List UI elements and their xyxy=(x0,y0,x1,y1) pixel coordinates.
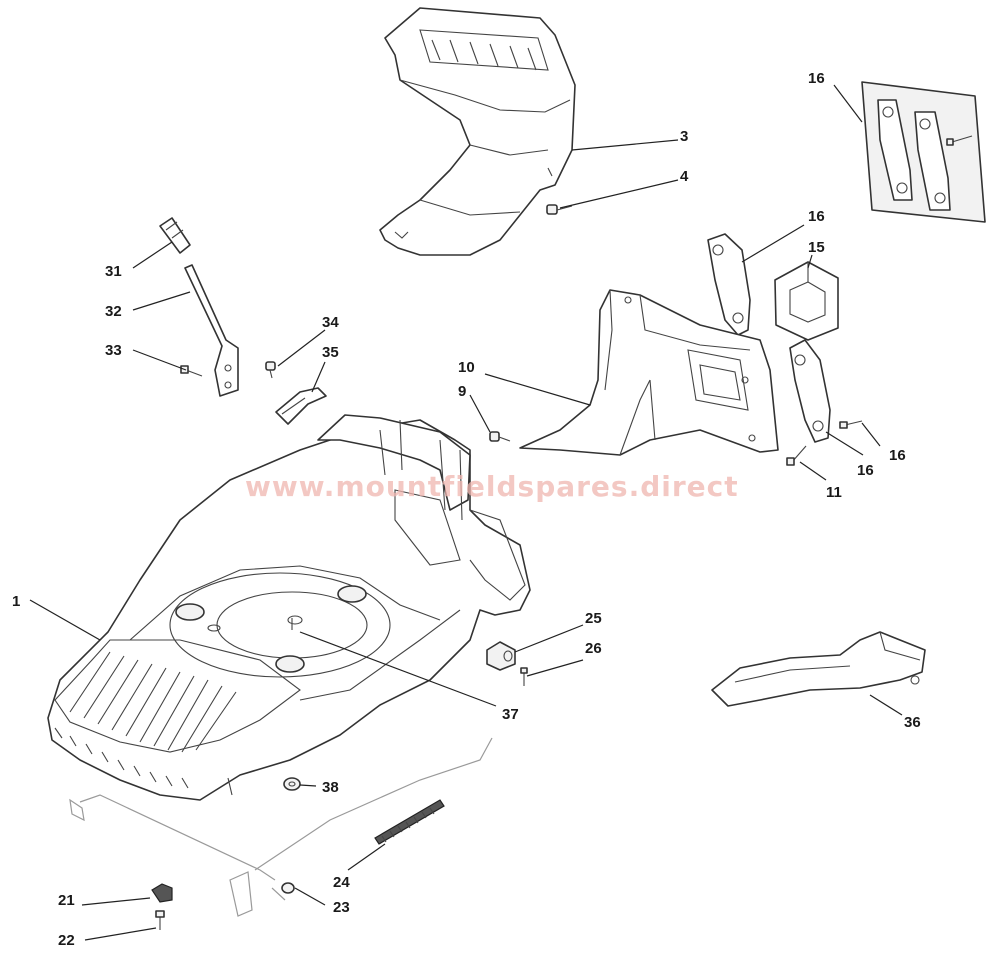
part-22-screw xyxy=(155,910,165,930)
callout-16-bracket-lower: 16 xyxy=(857,462,874,479)
part-36-rear-flap-handle xyxy=(711,631,926,707)
part-23-washer xyxy=(281,882,295,894)
part-32-lever xyxy=(184,264,239,397)
part-9-screw xyxy=(489,431,511,442)
callout-36: 36 xyxy=(904,714,921,731)
callout-15: 15 xyxy=(808,239,825,256)
callout-4: 4 xyxy=(680,168,689,185)
callout-31: 31 xyxy=(105,263,122,280)
callout-9: 9 xyxy=(458,383,466,400)
callout-23: 23 xyxy=(333,899,350,916)
callout-11: 11 xyxy=(826,484,842,501)
part-33-screw xyxy=(180,365,203,377)
callout-16-top: 16 xyxy=(808,70,825,87)
part-1-deck xyxy=(47,414,531,801)
callout-24: 24 xyxy=(333,874,350,891)
part-11-screw xyxy=(786,445,807,466)
leader-lines xyxy=(29,84,903,941)
callout-1: 1 xyxy=(12,593,20,610)
part-3-rear-cover xyxy=(379,7,576,256)
watermark-text: www.mountfieldspares.direct xyxy=(245,470,739,503)
callout-38: 38 xyxy=(322,779,339,796)
callout-10: 10 xyxy=(458,359,475,376)
callout-21: 21 xyxy=(58,892,75,909)
callout-3: 3 xyxy=(680,128,688,145)
callout-labels: 1 3 4 9 10 11 15 16 16 16 16 21 22 23 24… xyxy=(12,70,921,949)
callout-33: 33 xyxy=(105,342,122,359)
callout-26: 26 xyxy=(585,640,602,657)
callout-37: 37 xyxy=(502,706,519,723)
part-34-screw xyxy=(265,361,276,379)
part-4-screw xyxy=(546,204,573,215)
callout-16-bracket-left: 16 xyxy=(808,208,825,225)
callout-35: 35 xyxy=(322,344,339,361)
part-16-screw xyxy=(839,420,863,429)
part-16-bracket-left xyxy=(707,233,751,336)
callout-32: 32 xyxy=(105,303,122,320)
part-10-chute-frame xyxy=(519,289,779,456)
part-24-spring xyxy=(374,799,445,845)
callout-25: 25 xyxy=(585,610,602,627)
callout-16-screw: 16 xyxy=(889,447,906,464)
callout-22: 22 xyxy=(58,932,75,949)
part-21-bracket xyxy=(151,883,173,903)
part-16-bracket-set xyxy=(861,81,986,223)
part-15-cap xyxy=(774,261,839,341)
front-grille-ribs xyxy=(69,651,237,753)
part-26-pin xyxy=(520,667,528,686)
part-31-grip xyxy=(159,217,191,254)
part-35-clip xyxy=(275,387,327,425)
part-25-pivot xyxy=(486,641,516,671)
rear-axle-assembly xyxy=(69,737,493,917)
part-16-bracket-lower xyxy=(789,339,831,443)
part-38-nut xyxy=(283,777,301,791)
callout-34: 34 xyxy=(322,314,339,331)
